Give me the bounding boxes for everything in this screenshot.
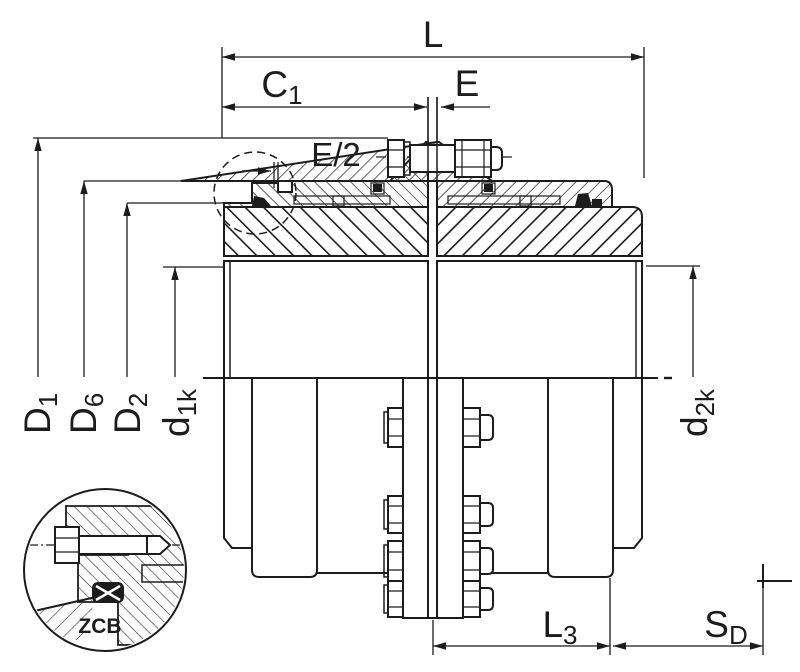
bolt-nut — [454, 139, 492, 178]
dim-label-E: E — [455, 63, 480, 104]
dimension-SD: SD — [613, 564, 792, 655]
seal-right — [575, 193, 592, 206]
top-bolt — [376, 139, 512, 178]
flange-plate-left — [402, 377, 429, 619]
flange-bolt-row-1 — [383, 407, 494, 448]
hub-ring-left — [223, 206, 429, 257]
pin-right — [481, 182, 496, 195]
coupling-lower-elevation — [223, 377, 643, 619]
left-ring — [251, 377, 318, 578]
seal-left — [252, 196, 271, 206]
dimension-d1k: d1k — [156, 266, 230, 437]
zcb-detail-view: ZCB — [23, 488, 187, 652]
dimension-C1: C1 — [222, 64, 427, 111]
pin-left — [370, 182, 385, 195]
dimension-D2: D2 — [107, 202, 224, 434]
detail-reference-circle — [213, 151, 297, 235]
dim-label-d1k: d1k — [156, 388, 202, 437]
detail-screw — [28, 526, 182, 564]
left-outer-step — [223, 377, 253, 549]
sleeve-right — [436, 260, 643, 379]
dim-label-SD: SD — [704, 604, 747, 650]
cover-groove-right — [447, 195, 561, 205]
cover-ring-right — [436, 180, 613, 208]
dimension-d2k: d2k — [646, 265, 720, 437]
dimension-D1: D1 — [17, 137, 388, 434]
sleeve-left — [223, 260, 429, 379]
dimension-L: L — [221, 14, 645, 178]
detail-screw-tip — [146, 535, 172, 555]
seal-right-2 — [592, 199, 602, 206]
dim-label-L: L — [423, 14, 444, 55]
flange-bolt-row-4 — [383, 580, 494, 618]
dim-label-L3: L3 — [542, 604, 577, 650]
bolt-head — [387, 139, 405, 178]
flange-plate-right — [436, 377, 464, 619]
dimension-D6: D6 — [63, 180, 252, 434]
detail-sleeve-gap — [141, 564, 184, 583]
flange-bolt-row-2 — [383, 495, 494, 534]
dim-label-d2k: d2k — [674, 388, 720, 437]
dim-label-D1: D1 — [17, 393, 63, 434]
right-ring — [547, 377, 614, 578]
dim-label-D2: D2 — [107, 393, 153, 434]
coupling-upper-section — [180, 97, 643, 379]
dim-label-D6: D6 — [63, 393, 109, 434]
detail-screw-head — [54, 526, 80, 564]
shaft-end-mark — [757, 564, 792, 588]
bolt-shank — [409, 144, 456, 173]
bolt-tip — [490, 146, 503, 171]
dimension-L3: L3 — [432, 578, 611, 655]
detail-view-label: ZCB — [78, 615, 121, 638]
center-gap-lines — [427, 97, 438, 256]
dim-label-C1: C1 — [261, 64, 302, 110]
right-outer-step — [612, 377, 643, 549]
detail-screw-shank — [78, 535, 148, 555]
hub-ring-right — [436, 206, 643, 257]
